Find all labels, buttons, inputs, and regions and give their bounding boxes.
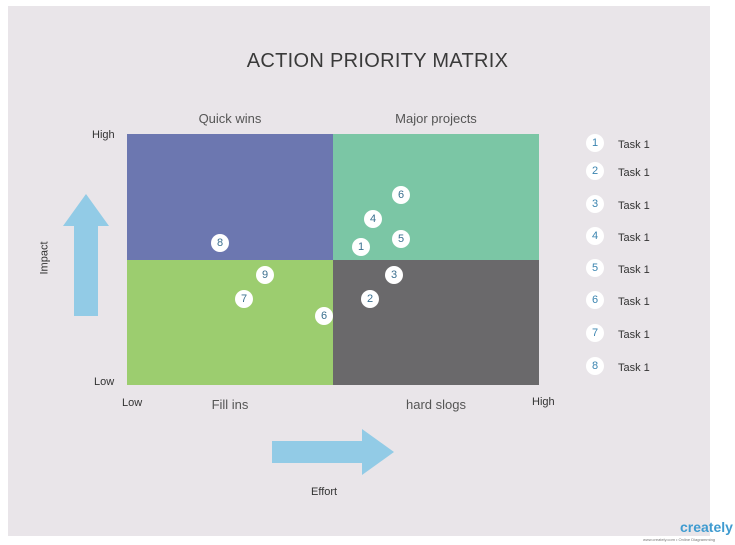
legend-number: 1: [586, 134, 604, 152]
effort-right-arrow-icon: [272, 429, 394, 475]
legend-label: Task 1: [618, 167, 650, 179]
creately-tagline: www.creately.com • Online Diagramming: [643, 537, 716, 542]
quadrant-label-quick-wins: Quick wins: [198, 111, 262, 126]
x-axis-title: Effort: [311, 486, 338, 498]
quadrant-label-major-projects: Major projects: [395, 111, 477, 126]
legend-label: Task 1: [618, 264, 650, 276]
legend-label: Task 1: [618, 362, 650, 374]
legend-number: 6: [586, 291, 604, 309]
legend-number: 2: [586, 162, 604, 180]
legend-number: 4: [586, 227, 604, 245]
legend-label: Task 1: [618, 139, 650, 151]
task-marker[interactable]: 9: [256, 266, 274, 284]
task-marker[interactable]: 7: [235, 290, 253, 308]
task-marker[interactable]: 5: [392, 230, 410, 248]
x-axis-low-label: Low: [122, 397, 143, 409]
y-axis-title: Impact: [38, 241, 51, 275]
quadrant-label-hard-slogs: hard slogs: [406, 397, 466, 412]
creately-logo: creately: [680, 519, 733, 535]
task-marker[interactable]: 6: [392, 186, 410, 204]
task-marker[interactable]: 1: [352, 238, 370, 256]
task-marker[interactable]: 4: [364, 210, 382, 228]
quadrant-hard-slogs: [333, 260, 539, 385]
quadrant-major-projects: [333, 134, 539, 260]
legend-label: Task 1: [618, 200, 650, 212]
y-axis-low-label: Low: [94, 376, 115, 388]
legend-number: 3: [586, 195, 604, 213]
task-marker[interactable]: 8: [211, 234, 229, 252]
task-marker[interactable]: 2: [361, 290, 379, 308]
legend-number: 5: [586, 259, 604, 277]
legend-label: Task 1: [618, 296, 650, 308]
quadrant-label-fill-ins: Fill ins: [211, 397, 249, 412]
legend-label: Task 1: [618, 329, 650, 341]
impact-up-arrow-icon: [63, 194, 109, 316]
legend-number: 7: [586, 324, 604, 342]
legend-number: 8: [586, 357, 604, 375]
task-marker[interactable]: 3: [385, 266, 403, 284]
y-axis-high-label: High: [92, 129, 115, 141]
quadrant-fill-ins: [127, 260, 333, 385]
legend-label: Task 1: [618, 232, 650, 244]
quadrant-quick-wins: [127, 134, 333, 260]
x-axis-high-label: High: [532, 396, 555, 408]
task-marker[interactable]: 6: [315, 307, 333, 325]
diagram-title: ACTION PRIORITY MATRIX: [246, 50, 509, 72]
